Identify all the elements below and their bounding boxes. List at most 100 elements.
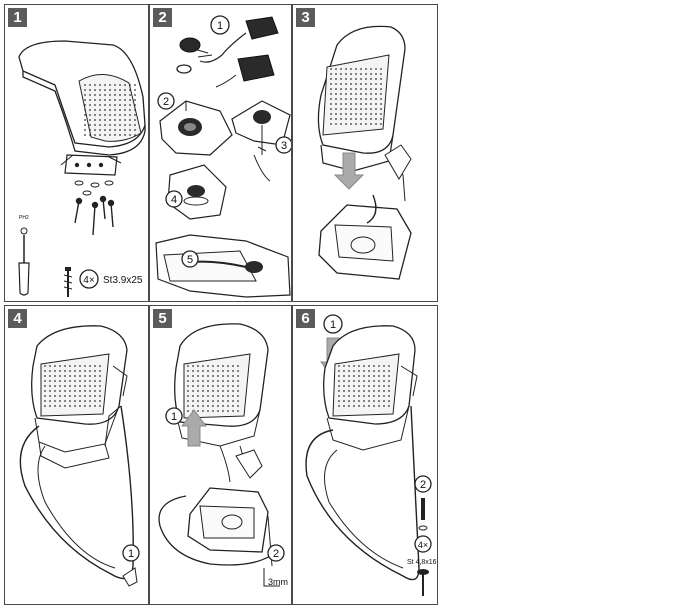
- perforation-dot: [338, 405, 340, 407]
- perforation-dot: [212, 375, 214, 377]
- callout-step-2: 2: [163, 96, 169, 108]
- perforation-dot: [370, 68, 372, 70]
- perforation-dot: [89, 395, 91, 397]
- perforation-dot: [338, 390, 340, 392]
- perforation-dot: [202, 365, 204, 367]
- perforation-dot: [330, 118, 332, 120]
- perforation-dot: [44, 385, 46, 387]
- perforation-dot: [380, 118, 382, 120]
- perforation-dot: [232, 410, 234, 412]
- perforation-dot: [237, 390, 239, 392]
- perforation-dot: [365, 68, 367, 70]
- perforation-dot: [54, 375, 56, 377]
- perforation-dot: [380, 88, 382, 90]
- perforation-dot: [353, 385, 355, 387]
- perforation-dot: [119, 94, 121, 96]
- perforation-dot: [79, 395, 81, 397]
- perforation-dot: [79, 405, 81, 407]
- perforation-dot: [358, 385, 360, 387]
- perforation-dot: [99, 104, 101, 106]
- perforation-dot: [338, 375, 340, 377]
- perforation-dot: [222, 375, 224, 377]
- perforation-dot: [124, 94, 126, 96]
- perforation-dot: [375, 98, 377, 100]
- perforation-dot: [89, 400, 91, 402]
- perforation-dot: [134, 89, 136, 91]
- perforation-dot: [44, 370, 46, 372]
- perforation-dot: [353, 390, 355, 392]
- perforation-dot: [368, 405, 370, 407]
- perforation-dot: [109, 109, 111, 111]
- perforation-dot: [370, 118, 372, 120]
- perforation-dot: [338, 380, 340, 382]
- perforation-dot: [388, 380, 390, 382]
- perforation-dot: [64, 390, 66, 392]
- callout-step-5: 5: [187, 254, 193, 266]
- perforation-dot: [217, 400, 219, 402]
- perforation-dot: [134, 94, 136, 96]
- perforation-dot: [227, 400, 229, 402]
- perforation-dot: [89, 114, 91, 116]
- perforation-dot: [84, 124, 86, 126]
- perforation-dot: [64, 370, 66, 372]
- perforation-dot: [44, 390, 46, 392]
- perforation-dot: [114, 99, 116, 101]
- perforation-dot: [69, 390, 71, 392]
- perforation-dot: [119, 129, 121, 131]
- perforation-dot: [114, 84, 116, 86]
- perforation-dot: [227, 410, 229, 412]
- perforation-dot: [222, 370, 224, 372]
- perforation-dot: [99, 89, 101, 91]
- perforation-dot: [124, 119, 126, 121]
- perforation-dot: [375, 78, 377, 80]
- perforation-dot: [232, 370, 234, 372]
- perforation-dot: [84, 395, 86, 397]
- perforation-dot: [129, 114, 131, 116]
- perforation-dot: [197, 390, 199, 392]
- perforation-dot: [380, 83, 382, 85]
- perforation-dot: [64, 365, 66, 367]
- perforation-dot: [222, 365, 224, 367]
- perforation-dot: [114, 104, 116, 106]
- perforation-dot: [330, 78, 332, 80]
- perforation-dot: [340, 83, 342, 85]
- perforation-dot: [343, 390, 345, 392]
- perforation-dot: [79, 385, 81, 387]
- perforation-dot: [358, 405, 360, 407]
- perforation-dot: [380, 113, 382, 115]
- perforation-dot: [217, 385, 219, 387]
- perforation-dot: [373, 400, 375, 402]
- perforation-dot: [363, 385, 365, 387]
- perforation-dot: [368, 365, 370, 367]
- perforation-dot: [69, 400, 71, 402]
- perforation-dot: [355, 93, 357, 95]
- perforation-dot: [358, 380, 360, 382]
- perforation-dot: [202, 410, 204, 412]
- perforation-dot: [335, 83, 337, 85]
- perforation-dot: [378, 390, 380, 392]
- perforation-dot: [134, 104, 136, 106]
- perforation-dot: [44, 375, 46, 377]
- perforation-dot: [388, 395, 390, 397]
- perforation-dot: [89, 405, 91, 407]
- perforation-dot: [84, 405, 86, 407]
- perforation-dot: [370, 108, 372, 110]
- perforation-dot: [192, 365, 194, 367]
- perforation-dot: [99, 365, 101, 367]
- perforation-dot: [44, 380, 46, 382]
- perforation-dot: [363, 370, 365, 372]
- perforation-dot: [350, 83, 352, 85]
- perforation-dot: [89, 119, 91, 121]
- perforation-dot: [69, 380, 71, 382]
- perforation-dot: [350, 123, 352, 125]
- step-number-badge: 6: [296, 309, 315, 328]
- perforation-dot: [340, 98, 342, 100]
- perforation-dot: [360, 73, 362, 75]
- perforation-dot: [217, 375, 219, 377]
- perforation-dot: [59, 380, 61, 382]
- adjust-cover-illustration: 1 2 3mm: [158, 323, 288, 587]
- perforation-dot: [335, 123, 337, 125]
- perforation-dot: [360, 98, 362, 100]
- perforation-dot: [217, 390, 219, 392]
- perforation-dot: [373, 395, 375, 397]
